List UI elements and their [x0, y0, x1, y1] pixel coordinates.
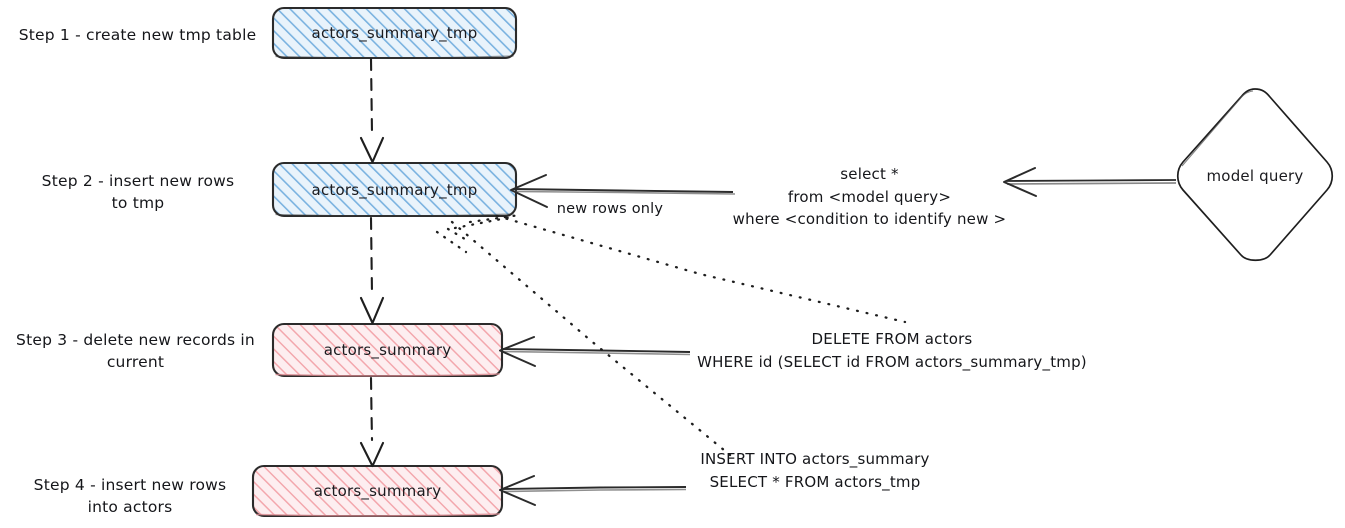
- sketch-underline: [275, 373, 500, 377]
- diamond-outline: [1176, 88, 1334, 262]
- node-box-step2-rect: [271, 161, 518, 218]
- edge-label-model-query-sql: select * from <model query> where <condi…: [732, 165, 1007, 228]
- sketch-underline: [275, 213, 514, 217]
- node-diamond-model-query[interactable]: [1176, 88, 1334, 262]
- node-box-step3[interactable]: [271, 322, 504, 378]
- diamond-sketch-stroke: [1181, 90, 1254, 167]
- node-box-step4-rect: [251, 464, 504, 518]
- step-label-1: Step 1 - create new tmp table: [18, 26, 257, 44]
- arrow-step2-to-step3: [359, 216, 385, 325]
- arrow-new-rows-only: [510, 174, 736, 208]
- arrow-insert-to-step4: [499, 475, 687, 506]
- arrow-step1-to-step2: [359, 57, 385, 164]
- arrow-step3-to-step4: [359, 376, 385, 468]
- node-box-step1-rect: [271, 6, 518, 60]
- arrow-model-query-to-sql: [1003, 167, 1177, 197]
- node-box-step1[interactable]: [271, 6, 518, 60]
- edge-label-new-rows-only: new rows only: [556, 201, 664, 217]
- node-box-step3-rect: [271, 322, 504, 378]
- step-label-4: Step 4 - insert new rows into actors: [33, 476, 227, 517]
- sketch-underline: [275, 55, 514, 59]
- sketch-underline: [255, 513, 500, 517]
- dotted-link-step2-to-delete-sql: [453, 213, 907, 324]
- edge-label-insert-sql: INSERT INTO actors_summary SELECT * FROM…: [700, 450, 930, 491]
- arrow-delete-to-step3: [499, 336, 691, 367]
- step-label-2: Step 2 - insert new rows to tmp: [41, 172, 235, 213]
- dotted-link-step2-to-insert-sql: [435, 220, 732, 457]
- node-box-step4[interactable]: [251, 464, 504, 518]
- node-box-step2[interactable]: [271, 161, 518, 218]
- step-label-3: Step 3 - delete new records in current: [16, 331, 255, 372]
- edge-label-delete-sql: DELETE FROM actors WHERE id (SELECT id F…: [697, 330, 1087, 371]
